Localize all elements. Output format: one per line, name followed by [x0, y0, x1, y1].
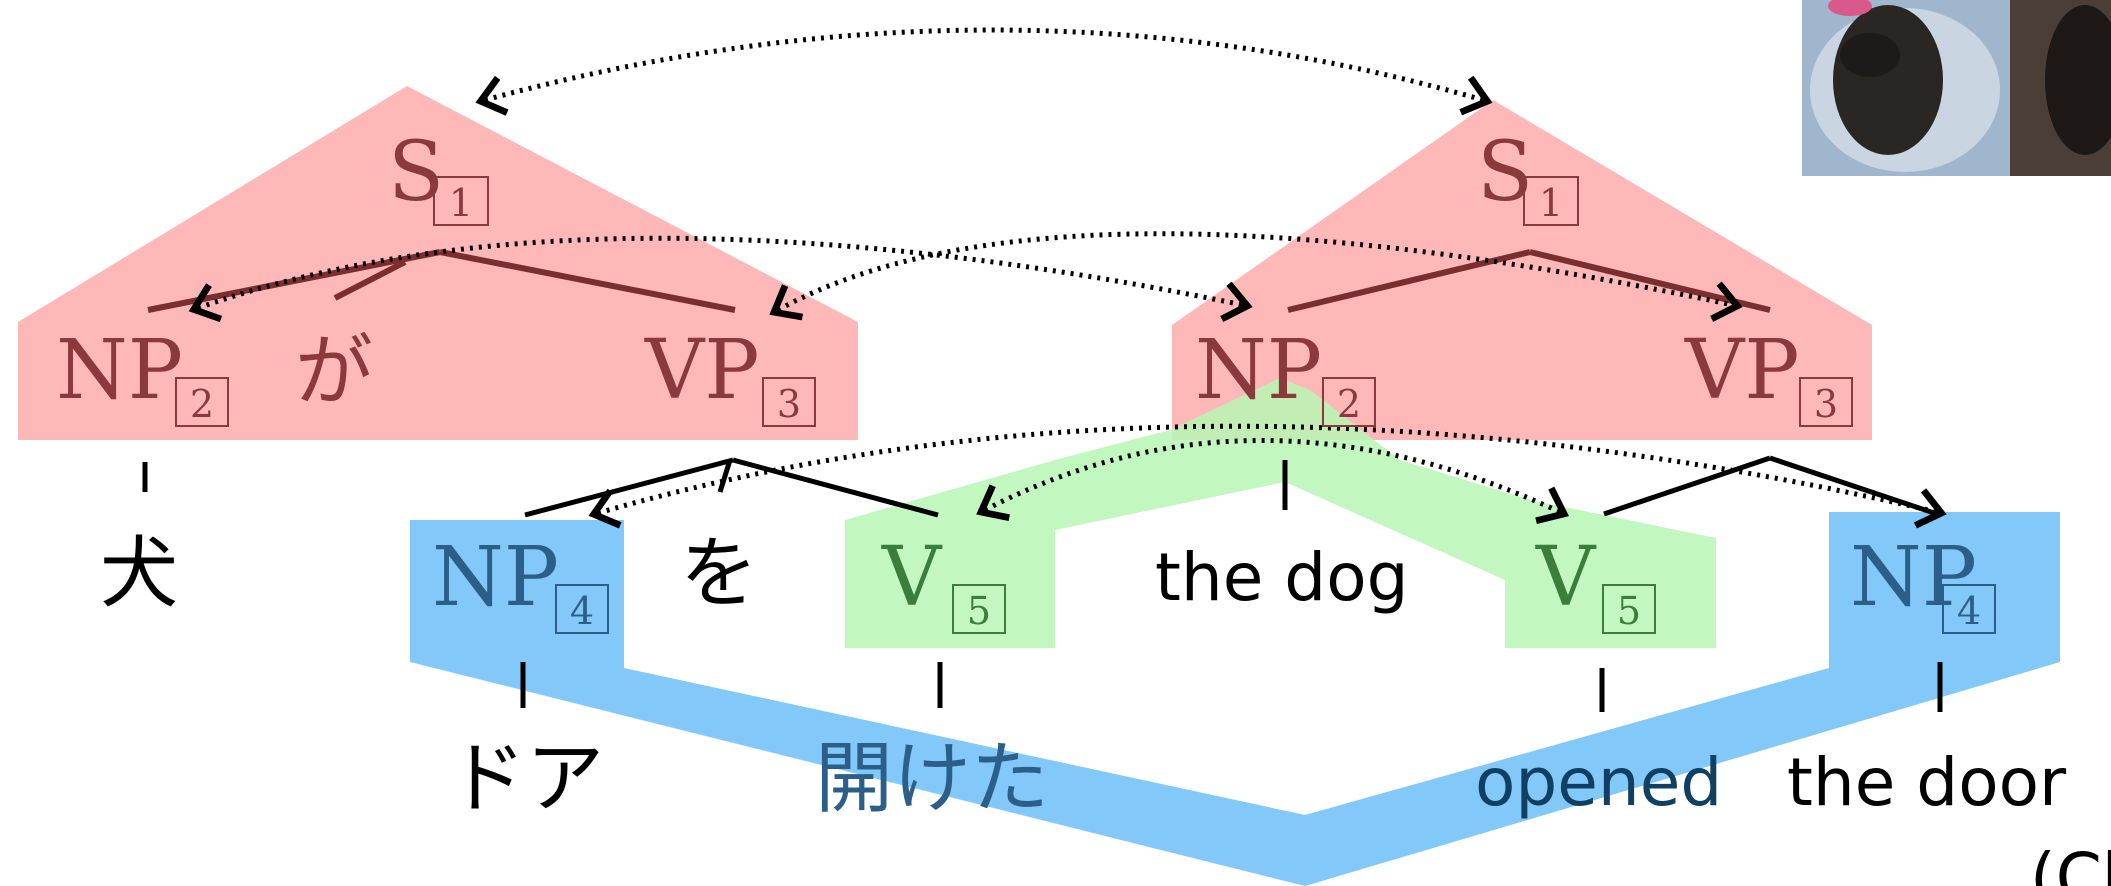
left-verb-index: 5: [967, 589, 991, 633]
left-verb-label: V: [881, 530, 943, 625]
left-vp-index: 3: [777, 382, 801, 426]
left-obj-np-label: NP: [432, 530, 559, 625]
right-root-label: S: [1477, 125, 1533, 220]
word-the-dog: the dog: [1155, 539, 1408, 616]
right-root-index: 1: [1539, 181, 1563, 225]
word-doa: ドア: [448, 734, 604, 824]
word-the-door: the door: [1787, 744, 2067, 821]
right-vp-index: 3: [1814, 382, 1838, 426]
particle-wo: を: [680, 529, 758, 619]
particle-ga: が: [295, 327, 373, 417]
right-vp-label: VP: [1684, 323, 1799, 418]
left-obj-np-index: 4: [570, 589, 594, 633]
citation-fragment: (Ch: [2030, 839, 2111, 886]
arrow-s-s: [475, 27, 1493, 116]
right-obj-np-index: 4: [1957, 589, 1981, 633]
alignment-arrows: [188, 27, 1947, 529]
left-red-region: [18, 86, 858, 440]
left-root-index: 1: [449, 181, 473, 225]
right-np-index: 2: [1337, 382, 1361, 426]
right-verb-label: V: [1535, 530, 1597, 625]
right-verb-index: 5: [1617, 589, 1641, 633]
left-np-label: NP: [56, 323, 183, 418]
left-np-index: 2: [190, 382, 214, 426]
blue-reorder-region: [410, 512, 2060, 886]
arrow-v5-v5: [976, 438, 1569, 525]
word-opened: opened: [1475, 744, 1722, 821]
left-root-label: S: [388, 125, 444, 220]
word-inu: 犬: [100, 529, 178, 619]
right-red-region: [1172, 100, 1872, 440]
index-boxes: [175, 176, 1996, 634]
dog-photo-thumbnail: [1802, 0, 2111, 176]
left-vp-label: VP: [644, 323, 759, 418]
word-aketa: 開けた: [815, 734, 1049, 824]
right-np-label: NP: [1195, 323, 1322, 418]
right-obj-np-label: NP: [1850, 530, 1977, 625]
